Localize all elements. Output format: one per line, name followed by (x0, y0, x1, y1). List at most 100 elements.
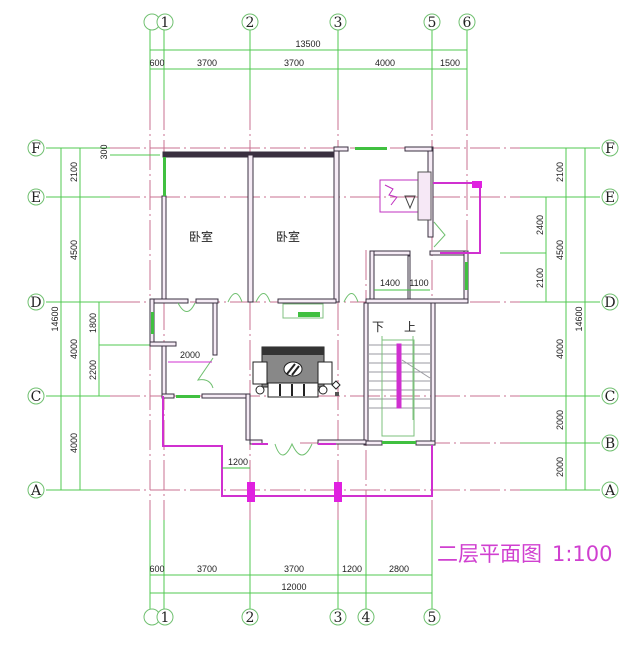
dim-right-inner: 2400 (535, 215, 545, 235)
axis-label-left-D: D (30, 295, 41, 311)
door-alcove (177, 302, 196, 312)
axis-labels: 1 2 3 5 6 1 2 3 4 5 F E D C A F E D C B … (30, 15, 616, 626)
dim-top-seg: 3700 (197, 58, 217, 68)
balcony-column (334, 482, 342, 502)
dim-right-inner: 2100 (535, 268, 545, 288)
window-master-north (355, 147, 387, 150)
axis-label-top-1: 1 (161, 15, 170, 31)
window-c-line (176, 395, 200, 398)
sofa-set (252, 346, 341, 398)
dim-top-seg: 1500 (440, 58, 460, 68)
window-stair-south (382, 441, 416, 444)
bed-master (379, 171, 432, 221)
armchair-right (317, 361, 333, 385)
dim-left-seg: 4000 (69, 433, 79, 453)
dim-right-seg: 4000 (555, 339, 565, 359)
lamp-right (318, 385, 328, 395)
doors (177, 221, 446, 456)
dim-right-total: 14600 (574, 306, 584, 331)
bath-dims: 1400 1100 (374, 278, 430, 291)
dim-top-total: 13500 (295, 39, 320, 49)
dim-left-seg: 4000 (69, 339, 79, 359)
handrail (396, 343, 402, 409)
axis-label-left-A: A (30, 483, 42, 499)
dim-bottom-seg: 2800 (389, 564, 409, 574)
door-master (343, 293, 359, 303)
door-bedroom2 (255, 293, 271, 303)
bay-window (433, 182, 481, 254)
door-bath (433, 221, 446, 248)
room-label-bedroom-2: 卧室 (276, 229, 300, 244)
magenta-elements (162, 182, 481, 497)
axis-label-right-F: F (605, 141, 615, 157)
dimension-lines (46, 28, 600, 610)
balcony-column (247, 482, 255, 502)
dim-left-seg: 2100 (69, 162, 79, 182)
drawing-scale: 1:100 (552, 542, 613, 566)
axis-label-top-3: 3 (334, 15, 343, 31)
columns (247, 181, 482, 502)
dim-left-inner: 2200 (88, 360, 98, 380)
drawing-title: 二层平面图 1:100 (437, 538, 613, 568)
dim-left-offset: 300 (99, 144, 109, 159)
dim-right-seg: 4500 (555, 240, 565, 260)
axis-grid (110, 100, 520, 520)
axis-label-right-E: E (605, 190, 615, 206)
dimension-text: 13500 600 3700 3700 4000 1500 600 3700 3… (149, 39, 460, 592)
axis-label-bottom-5: 5 (428, 610, 437, 626)
dim-bath-left: 1400 (380, 278, 400, 288)
dim-bottom-seg: 3700 (284, 564, 304, 574)
left-dimension-text: 14600 2100 4500 4000 4000 1800 2200 300 (50, 144, 109, 453)
bay-post (472, 181, 482, 188)
dim-bottom-seg: 600 (149, 564, 164, 574)
stair-up-label: 上 (404, 320, 416, 334)
door-bedroom1 (227, 293, 243, 303)
dim-left-seg: 4500 (69, 240, 79, 260)
dim-bottom-seg: 3700 (197, 564, 217, 574)
alcove-dim: 2000 (180, 350, 200, 360)
axis-label-right-D: D (604, 295, 615, 311)
axis-label-right-A: A (604, 483, 616, 499)
armchair-left (252, 361, 268, 385)
dim-right-seg: 2000 (555, 457, 565, 477)
window-bedroom1-west (163, 157, 166, 196)
axis-label-bottom-1: 1 (161, 610, 170, 626)
dim-left-inner: 1800 (88, 313, 98, 333)
axis-label-bottom-3: 3 (334, 610, 343, 626)
dim-right-seg: 2000 (555, 410, 565, 430)
axis-bubbles (27, 13, 619, 626)
dim-left-total: 14600 (50, 306, 60, 331)
axis-label-right-B: B (605, 436, 615, 452)
axis-label-bottom-2: 2 (246, 610, 255, 626)
axis-label-top-2: 2 (246, 15, 255, 31)
windows (151, 147, 468, 444)
window-bath-east (465, 262, 468, 290)
dim-bottom-total: 12000 (281, 582, 306, 592)
axis-label-left-E: E (31, 190, 41, 206)
axis-label-top-5: 5 (428, 15, 437, 31)
dim-bottom-seg: 1200 (342, 564, 362, 574)
window-lintel (298, 312, 320, 317)
balcony-outline (162, 396, 433, 497)
dim-top-seg: 3700 (284, 58, 304, 68)
stair-down-label: 下 (372, 320, 384, 334)
dim-right-seg: 2100 (555, 162, 565, 182)
axis-label-left-C: C (31, 389, 42, 405)
dim-balcony: 1200 (228, 457, 248, 467)
staircase (368, 336, 431, 437)
drawing-title-text: 二层平面图 (437, 542, 542, 566)
dim-bath-right: 1100 (409, 278, 428, 288)
right-dimension-text: 14600 2100 4500 4000 2000 2000 2400 2100 (535, 162, 584, 477)
axis-label-left-F: F (31, 141, 41, 157)
balcony-dim: 1200 (222, 457, 250, 469)
room-label-bedroom-1: 卧室 (189, 229, 213, 244)
axis-label-right-C: C (605, 389, 616, 405)
axis-label-top-6: 6 (463, 15, 472, 31)
window-alcove-west (151, 312, 154, 334)
dim-top-seg: 4000 (375, 58, 395, 68)
dim-top-seg: 600 (149, 58, 164, 68)
axis-label-bottom-4: 4 (362, 610, 371, 626)
dim-corridor: 2000 (180, 350, 200, 360)
door-balcony (274, 442, 313, 456)
